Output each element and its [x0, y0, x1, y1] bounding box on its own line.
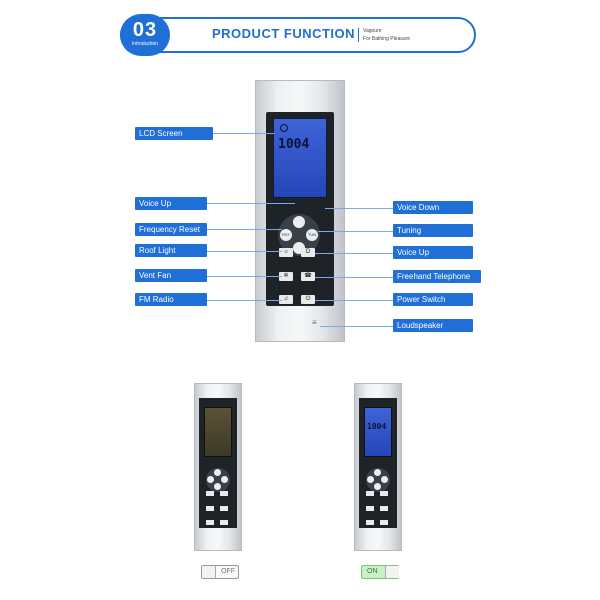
leader-line: [207, 203, 295, 204]
label-vent-fan: Vent Fan: [135, 269, 207, 282]
remote-on-button: [380, 520, 388, 525]
remote-off-button: [220, 506, 228, 511]
leader-line: [318, 231, 393, 232]
leader-line: [207, 300, 282, 301]
remote-off-button: [206, 491, 214, 496]
power-icon: ⏻: [305, 296, 311, 302]
label-loudspeaker: Loudspeaker: [393, 319, 473, 332]
lcd-indicator-icon: [280, 124, 288, 132]
remote-on-button: [366, 506, 374, 511]
leader-line: [207, 229, 282, 230]
remote-on-button: [366, 520, 374, 525]
remote-off-dpad-button: [221, 476, 228, 483]
remote-on-lcd: [364, 407, 392, 457]
remote-off-dpad-button: [207, 476, 214, 483]
remote-on-dpad-button: [367, 476, 374, 483]
remote-on-dpad-button: [374, 469, 381, 476]
frequency-reset-button[interactable]: RST: [280, 229, 292, 241]
remote-off-button: [220, 520, 228, 525]
leader-line: [213, 133, 275, 134]
remote-on-dpad-button: [374, 483, 381, 490]
leader-line: [315, 277, 393, 278]
leader-line: [207, 251, 282, 252]
section-header-frame: [120, 17, 476, 53]
telephone-icon: ☎: [304, 273, 312, 279]
remote-on-button: [366, 491, 374, 496]
fan-icon: ✲: [283, 273, 289, 279]
section-number-sub: Introduction: [131, 41, 159, 47]
off-toggle[interactable]: OFF: [201, 565, 239, 579]
light-icon: ☼: [283, 249, 289, 255]
leader-line: [207, 276, 282, 277]
on-toggle-label: ON: [367, 568, 378, 575]
loudspeaker-icon: ≡: [312, 318, 317, 327]
section-number: 03: [132, 19, 158, 41]
roof-light-button[interactable]: ☼: [279, 248, 293, 257]
label-voice-down: Voice Down: [393, 201, 473, 214]
label-power-switch: Power Switch: [393, 293, 473, 306]
remote-off-dpad-button: [214, 469, 221, 476]
remote-off-button: [206, 506, 214, 511]
label-fm-radio: FM Radio: [135, 293, 207, 306]
mode-icon: D: [305, 249, 311, 255]
voice-up-square-button[interactable]: D: [301, 248, 315, 257]
remote-on-button: [380, 506, 388, 511]
remote-on-digits: 1004: [367, 422, 387, 431]
brand-name: Vagoure: [363, 28, 382, 34]
brand-tagline: For Bathing Pleasure: [363, 36, 410, 42]
telephone-button[interactable]: ☎: [301, 272, 315, 281]
tuning-button[interactable]: TUN: [306, 229, 318, 241]
radio-icon: ♫: [283, 296, 289, 302]
leader-line: [315, 300, 393, 301]
remote-on-dpad-button: [381, 476, 388, 483]
remote-off-dpad-button: [214, 483, 221, 490]
fm-radio-button[interactable]: ♫: [279, 295, 293, 304]
header-separator: [358, 28, 359, 42]
on-toggle[interactable]: ON: [361, 565, 399, 579]
remote-off-button: [206, 520, 214, 525]
label-roof-light: Roof Light: [135, 244, 207, 257]
off-toggle-label: OFF: [221, 568, 235, 575]
label-frequency-reset: Frequency Reset: [135, 223, 207, 236]
label-tuning: Tuning: [393, 224, 473, 237]
on-toggle-knob: [385, 566, 399, 578]
label-voice-up-right: Voice Up: [393, 246, 473, 259]
label-freehand-telephone: Freehand Telephone: [393, 270, 481, 283]
power-switch-button[interactable]: ⏻: [301, 295, 315, 304]
leader-line: [315, 253, 393, 254]
section-number-badge: 03 Introduction: [120, 14, 170, 56]
voice-up-button[interactable]: [293, 216, 305, 228]
leader-line: [320, 326, 393, 327]
remote-on-button: [380, 491, 388, 496]
off-toggle-knob: [202, 566, 216, 578]
section-title: PRODUCT FUNCTION: [212, 26, 356, 41]
lcd-digits: 1004: [278, 137, 310, 152]
label-lcd-screen: LCD Screen: [135, 127, 213, 140]
leader-line: [325, 208, 393, 209]
vent-fan-button[interactable]: ✲: [279, 272, 293, 281]
remote-off-lcd: [204, 407, 232, 457]
remote-off-button: [220, 491, 228, 496]
label-voice-up: Voice Up: [135, 197, 207, 210]
